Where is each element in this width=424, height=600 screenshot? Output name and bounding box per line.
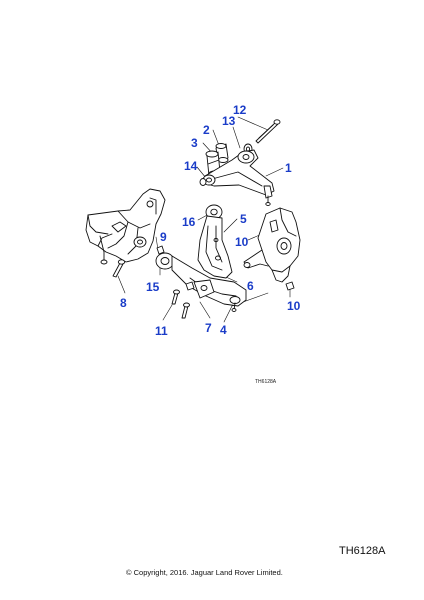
copyright-notice: © Copyright, 2016. Jaguar Land Rover Lim… [126, 568, 283, 577]
diagram-inner-code: TH6128A [255, 379, 277, 385]
callout-13: 13 [222, 114, 236, 128]
upper-arm-bolt [255, 119, 281, 144]
callout-4: 4 [220, 323, 227, 337]
callout-14: 14 [184, 159, 198, 173]
callout-6: 6 [247, 279, 254, 293]
lower-control-arm [155, 252, 247, 312]
callout-10-upper: 10 [235, 235, 249, 249]
callout-1: 1 [285, 161, 292, 175]
lower-arm-nut [185, 281, 195, 291]
upper-arm-pivot-bolt [199, 178, 207, 186]
subframe-bolt [112, 259, 126, 278]
lower-arm-bolts [171, 289, 190, 319]
callout-15: 15 [146, 280, 160, 294]
steering-knuckle [243, 207, 301, 283]
tension-link [197, 204, 233, 279]
upper-control-arm [202, 149, 275, 206]
leader-lines [117, 116, 291, 323]
callout-3: 3 [191, 136, 198, 150]
front-subframe [85, 188, 166, 265]
figure-reference-code: TH6128A [339, 545, 386, 557]
knuckle-nut [285, 281, 295, 291]
callout-16: 16 [182, 215, 196, 229]
callout-12: 12 [233, 103, 247, 117]
callout-11: 11 [155, 324, 168, 338]
callout-10-lower: 10 [287, 299, 301, 313]
callout-7: 7 [205, 321, 212, 335]
callout-9: 9 [160, 230, 167, 244]
subframe-nut [156, 245, 165, 255]
callout-5: 5 [240, 212, 247, 226]
callout-2: 2 [203, 123, 210, 137]
callout-8: 8 [120, 296, 127, 310]
